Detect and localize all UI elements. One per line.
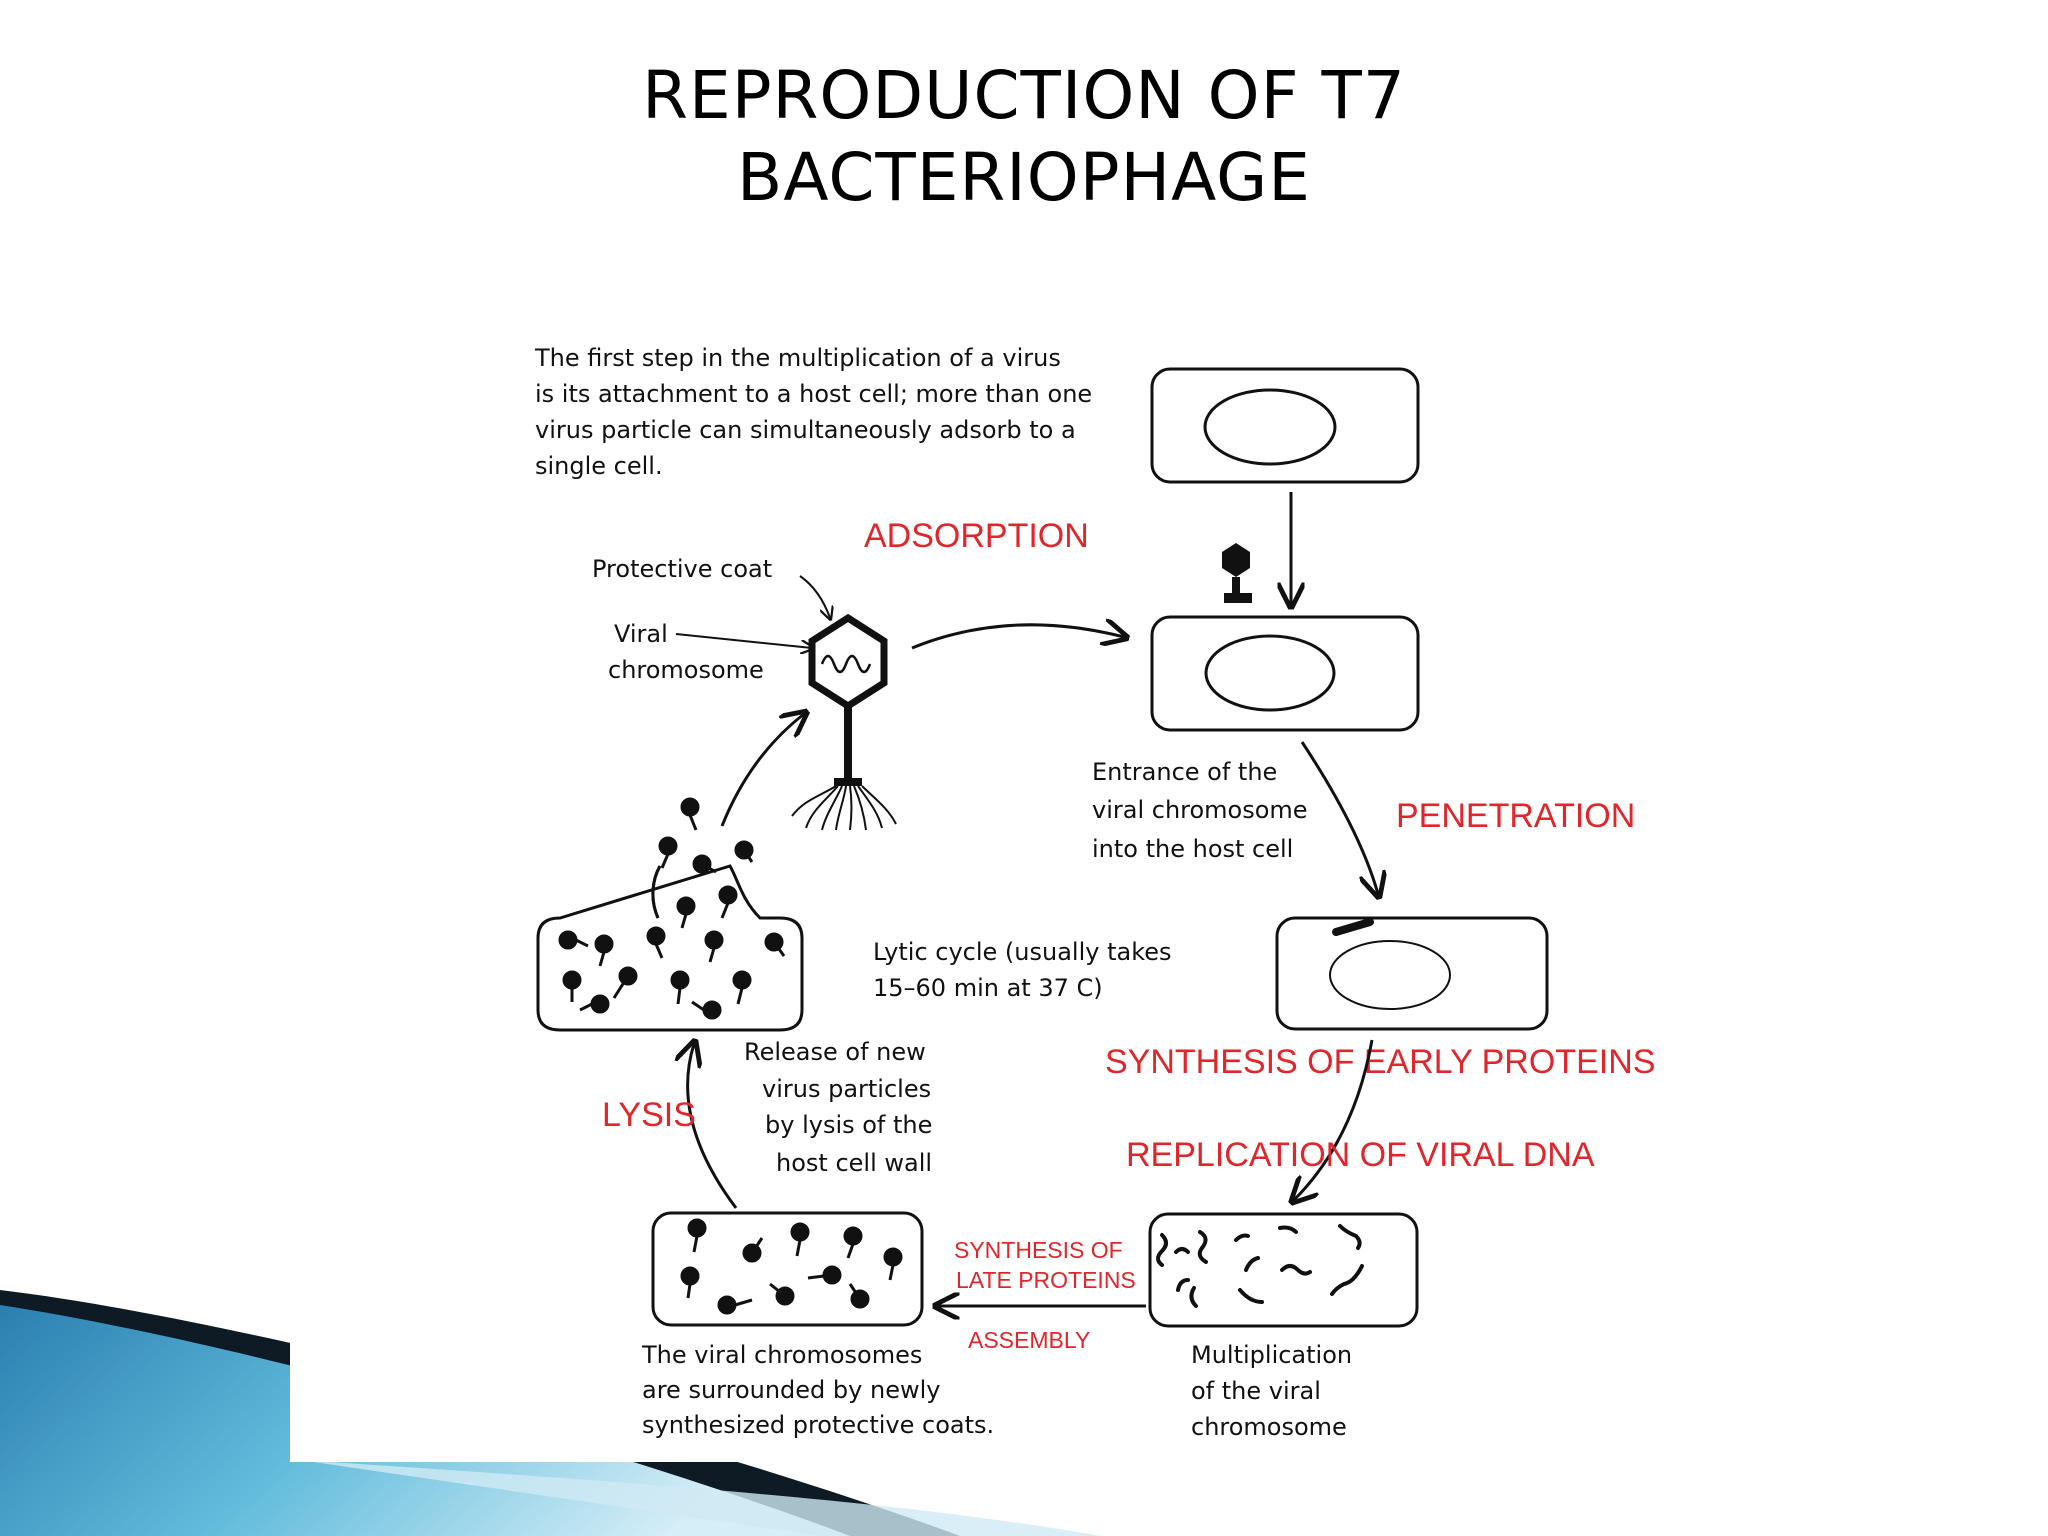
label-chromosome: chromosome — [608, 656, 764, 684]
host-cell-replication — [1150, 1214, 1417, 1326]
stage-adsorption-label: ADSORPTION — [864, 517, 1089, 555]
host-cell-adsorbed — [1152, 617, 1418, 730]
note-assembly-line-2: are surrounded by newly — [642, 1376, 940, 1404]
intro-line-4: single cell. — [535, 452, 663, 480]
stage-late-proteins-line-2: LATE PROTEINS — [956, 1267, 1136, 1293]
note-assembly-line-1: The viral chromosomes — [641, 1341, 922, 1369]
note-release-line-1: Release of new — [744, 1038, 926, 1066]
host-cell-lysing — [538, 799, 802, 1030]
note-lytic-line-1: Lytic cycle (usually takes — [873, 938, 1172, 966]
host-cell-initial — [1152, 369, 1418, 482]
note-entrance-line-1: Entrance of the — [1092, 758, 1277, 786]
intro-line-3: virus particle can simultaneously adsorb… — [535, 416, 1076, 444]
stage-replication-label: REPLICATION OF VIRAL DNA — [1126, 1136, 1595, 1174]
intro-line-1: The first step in the multiplication of … — [534, 344, 1061, 372]
note-multiplication-line-1: Multiplication — [1191, 1341, 1352, 1369]
note-entrance-line-2: viral chromosome — [1092, 796, 1308, 824]
pointer-protective-coat — [800, 576, 830, 618]
pointer-viral-chromosome — [676, 634, 812, 648]
label-protective-coat: Protective coat — [592, 555, 772, 583]
intro-line-2: is its attachment to a host cell; more t… — [535, 380, 1092, 408]
note-release-line-3: by lysis of the — [765, 1111, 932, 1139]
stage-penetration-label: PENETRATION — [1396, 797, 1635, 835]
arrow-release-to-free-phage — [722, 714, 804, 826]
stage-late-proteins-line-1: SYNTHESIS OF — [954, 1237, 1123, 1263]
note-lytic-line-2: 15–60 min at 37 C) — [873, 974, 1103, 1002]
note-assembly-line-3: synthesized protective coats. — [642, 1411, 994, 1439]
arrow-penetration — [1302, 742, 1378, 894]
note-release-line-4: host cell wall — [776, 1149, 932, 1177]
note-entrance-line-3: into the host cell — [1092, 835, 1293, 863]
stage-lysis-label: LYSIS — [602, 1096, 696, 1134]
note-release-line-2: virus particles — [762, 1075, 931, 1103]
note-multiplication-line-2: of the viral — [1191, 1377, 1321, 1405]
intro-text: The first step in the multiplication of … — [534, 344, 1092, 480]
label-viral: Viral — [614, 620, 668, 648]
note-multiplication-line-3: chromosome — [1191, 1413, 1347, 1441]
host-cell-penetrated — [1277, 918, 1547, 1029]
attached-phage-icon — [1222, 543, 1252, 603]
host-cell-assembly — [653, 1213, 922, 1325]
stage-assembly-label: ASSEMBLY — [968, 1327, 1090, 1353]
free-phage-icon — [792, 618, 896, 830]
stage-early-proteins-label: SYNTHESIS OF EARLY PROTEINS — [1105, 1043, 1655, 1081]
arrow-adsorption — [912, 625, 1124, 648]
